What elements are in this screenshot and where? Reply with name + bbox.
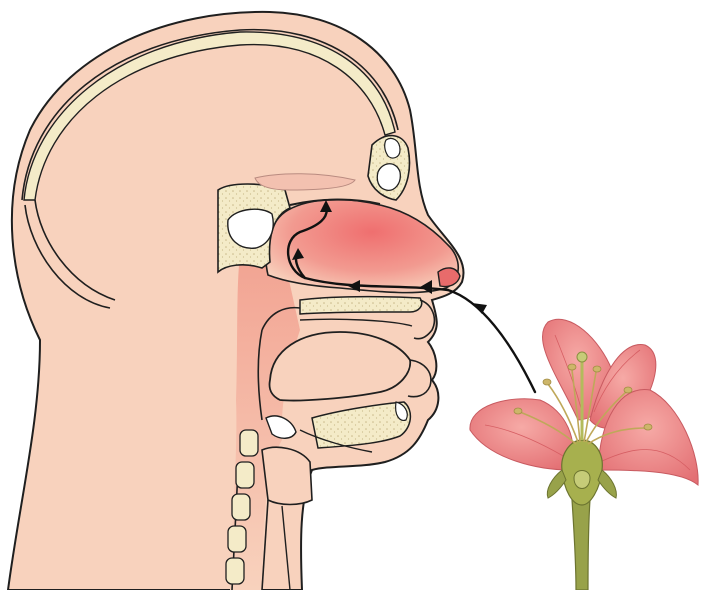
airflow-path-outside [448,290,535,392]
flower-stem [572,500,590,590]
sphenoid-sinus [228,209,273,248]
head [8,12,464,590]
ovary [574,471,590,489]
nasal-cavity [266,199,458,292]
stigma [577,352,587,362]
hard-palate [300,297,422,314]
larynx [262,447,312,504]
flower-icon [470,319,698,590]
arrowhead-outside [472,303,487,314]
frontal-sinus [377,164,400,191]
sepal-right [598,470,616,498]
frontal-sinus-upper [385,138,400,158]
sepal-left [547,470,566,498]
